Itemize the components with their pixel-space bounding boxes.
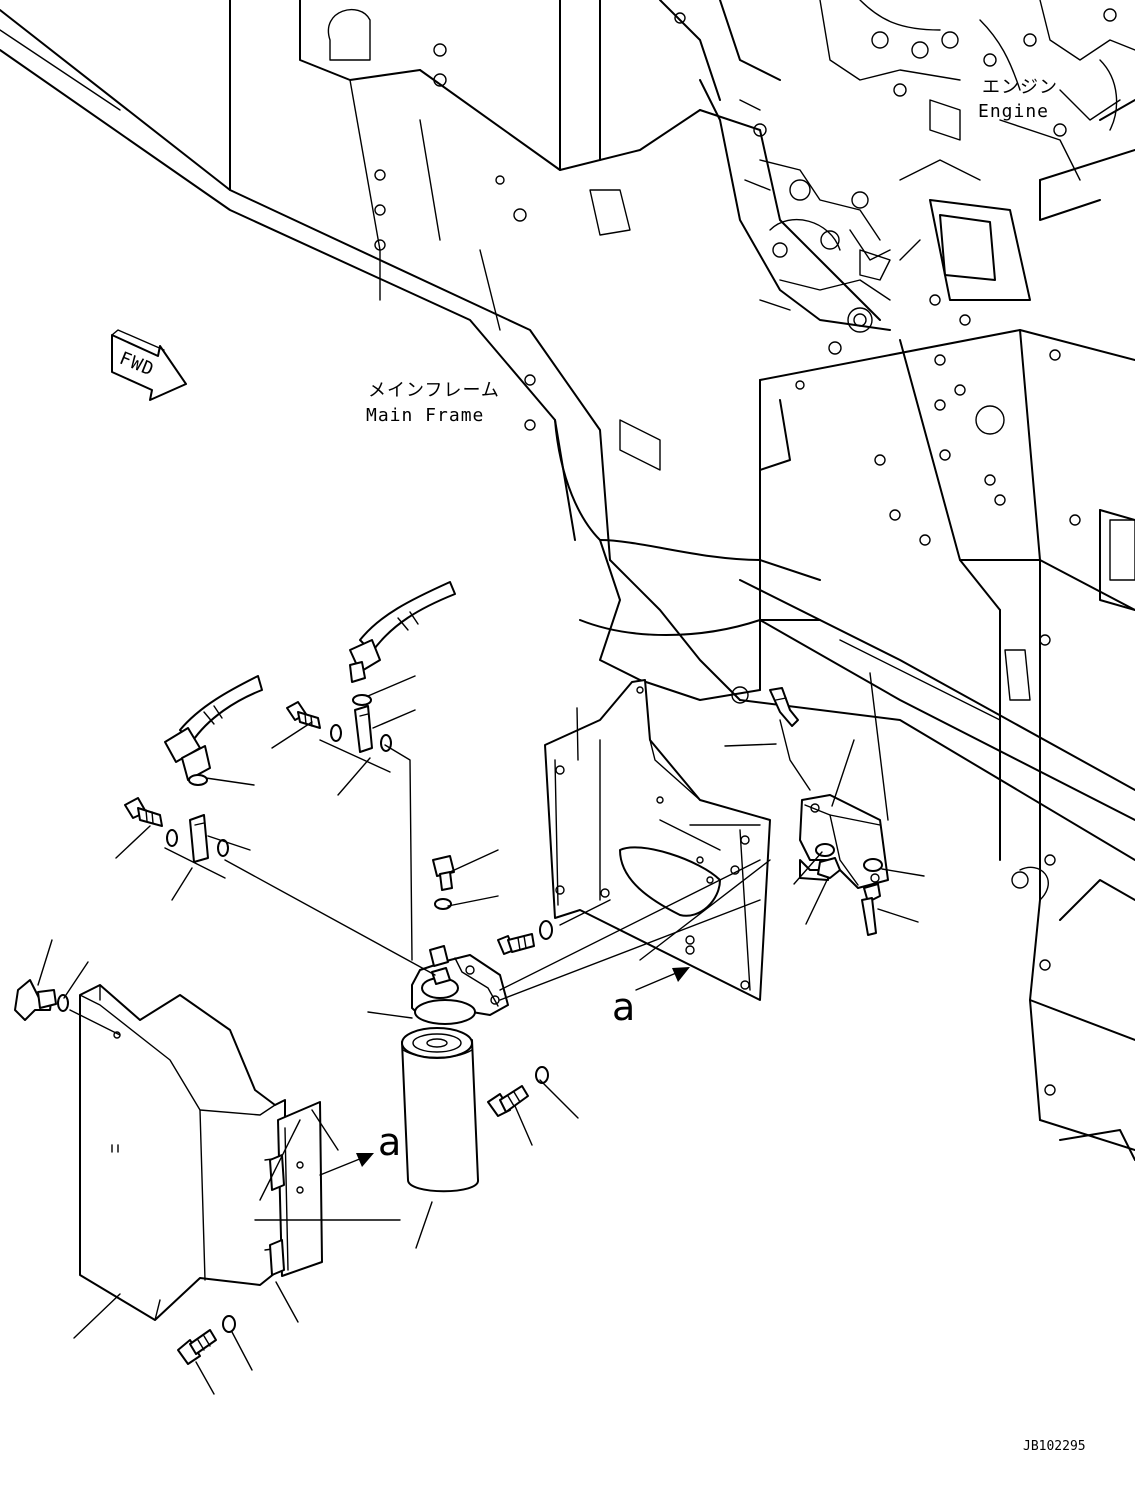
filter-head-bolt xyxy=(432,855,455,891)
hose-upper xyxy=(349,581,456,683)
wing-nut xyxy=(14,979,57,1021)
filter-guard-washer xyxy=(535,1066,549,1084)
connector-block-upper xyxy=(319,705,392,773)
hose-fitting-right xyxy=(769,687,799,727)
view-a-label-upper: a xyxy=(612,985,635,1029)
small-bracket xyxy=(799,794,889,889)
engine-label-en: Engine xyxy=(978,101,1049,122)
view-a-arrow-upper: a xyxy=(612,967,690,1029)
hose-lower xyxy=(164,675,263,781)
mounting-bracket-plate xyxy=(544,679,771,1001)
connector-block-lower xyxy=(164,814,229,879)
plate-washer xyxy=(539,920,553,940)
view-a-arrow-lower: a xyxy=(319,1120,401,1176)
filter-head xyxy=(411,945,509,1025)
filter-head-washer xyxy=(434,898,452,910)
engine-block xyxy=(699,0,1135,333)
bolt-right xyxy=(861,883,881,936)
o-ring-upper xyxy=(352,694,372,706)
wing-nut-washer xyxy=(57,994,69,1012)
main-frame-outline xyxy=(0,0,1135,1161)
leader-lines xyxy=(37,672,925,1395)
assembly-lines xyxy=(69,719,811,1221)
engine-label-jp: エンジン xyxy=(982,77,1058,98)
filter-guard-bolt xyxy=(487,1085,529,1117)
guard-bottom-bolt xyxy=(177,1329,217,1365)
fwd-arrow-icon: FWD xyxy=(111,329,187,401)
plate-bolt xyxy=(497,933,535,955)
o-ring-lower xyxy=(188,774,208,786)
main-frame-label-jp: メインフレーム xyxy=(368,380,500,401)
filter-cartridge xyxy=(401,1027,479,1193)
nut-and-washer-right xyxy=(815,843,883,879)
view-a-label-lower: a xyxy=(378,1120,401,1164)
banjo-bolt-upper xyxy=(286,701,321,729)
main-frame-label-en: Main Frame xyxy=(366,405,484,426)
drawing-code: JB102295 xyxy=(1023,1439,1086,1454)
banjo-bolt-lower xyxy=(124,797,163,827)
filter-guard-cover xyxy=(79,984,286,1321)
guard-bottom-washer xyxy=(222,1315,236,1333)
guard-hinge-bracket xyxy=(269,1101,323,1277)
